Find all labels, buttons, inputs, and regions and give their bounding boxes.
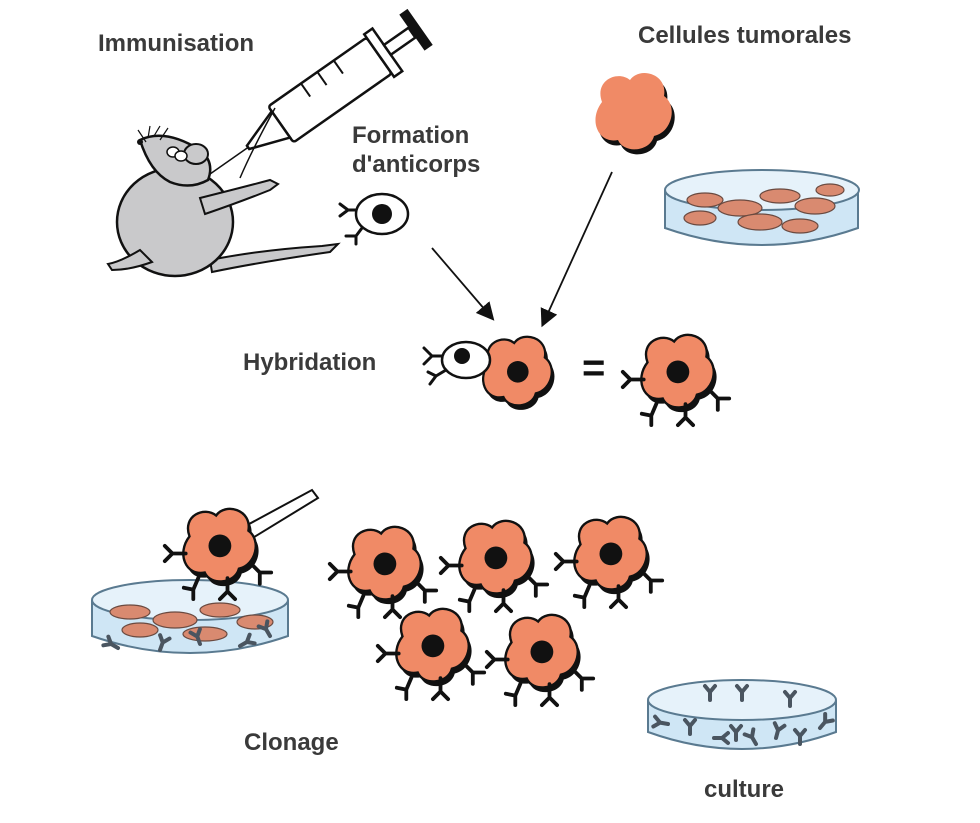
hybridoma-clones <box>330 517 662 705</box>
fusion-icon <box>422 335 555 410</box>
tumor-cell-icon <box>595 73 675 155</box>
b-lymphocyte-icon <box>338 192 410 246</box>
hybridoma-icon <box>441 521 547 611</box>
label-hybridation: Hybridation <box>243 349 377 376</box>
label-immunisation: Immunisation <box>98 30 255 57</box>
hybridoma-icon <box>556 517 662 607</box>
hybridoma-icon <box>378 609 484 699</box>
label-antibody-formation: Formation d'anticorps <box>352 122 480 180</box>
hybridoma-icon <box>623 335 729 425</box>
petri-dish-icon <box>91 579 289 655</box>
petri-dish-icon <box>647 679 837 750</box>
arrow-icon <box>431 247 495 321</box>
label-tumor-cells: Cellules tumorales <box>638 22 852 49</box>
arrow-icon <box>540 171 613 328</box>
mouse-icon <box>106 125 341 278</box>
label-clonage: Clonage <box>244 729 339 756</box>
label-culture: culture <box>704 776 785 803</box>
label-antibody-formation-line2: d'anticorps <box>352 150 481 178</box>
petri-dish-icon <box>664 169 860 246</box>
hybridoma-icon <box>487 615 593 705</box>
equals-sign: = <box>582 346 606 390</box>
label-antibody-formation-line1: Formation <box>352 122 470 149</box>
hybridoma-icon <box>330 527 436 617</box>
